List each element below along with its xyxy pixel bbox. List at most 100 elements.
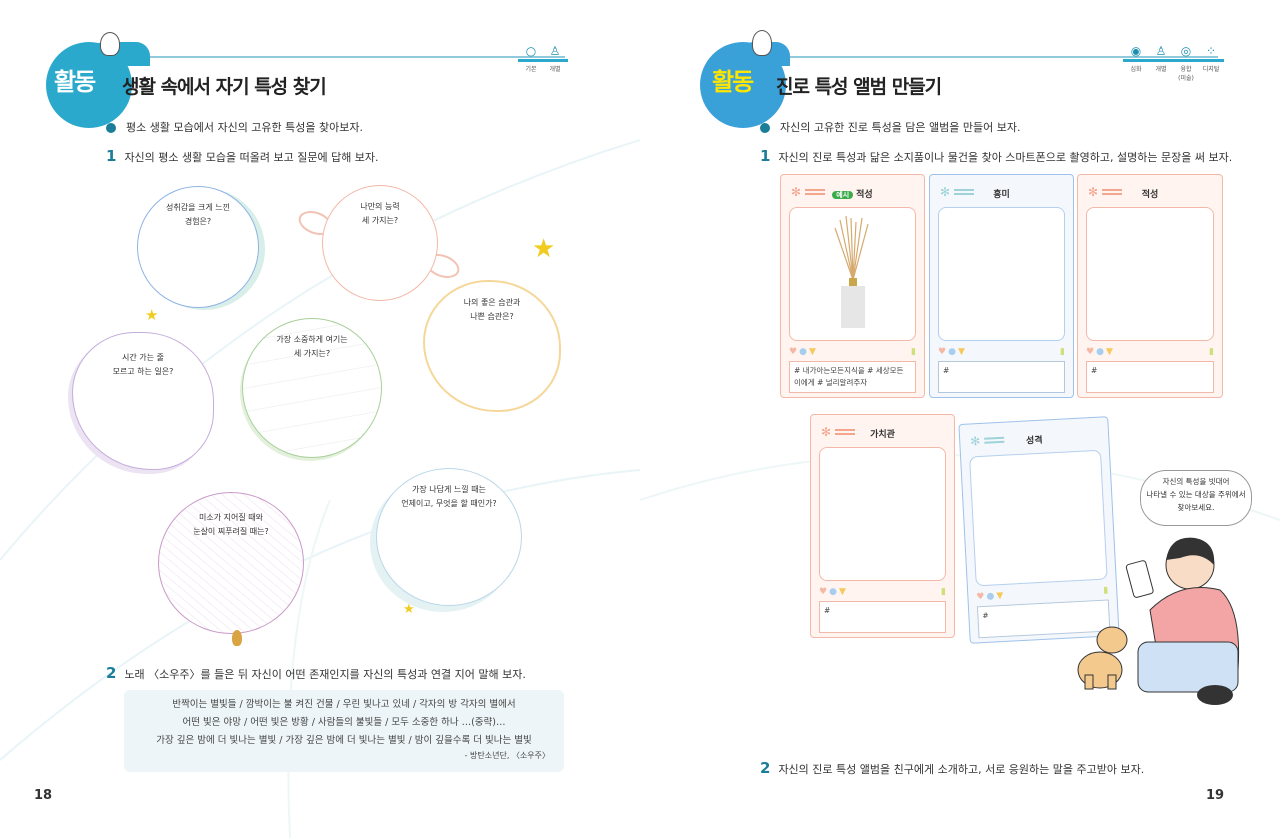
planet-flow[interactable]: 시간 가는 줄 모르고 하는 일은? bbox=[72, 332, 214, 470]
circle-icon: ○ bbox=[525, 44, 537, 58]
lines-icon bbox=[835, 429, 855, 431]
reaction-icons[interactable]: ♥●▼ bbox=[819, 587, 848, 597]
star-icon: ★ bbox=[532, 234, 556, 264]
planet-question: 미소가 지어질 때와 눈살이 찌푸려질 때는? bbox=[193, 513, 269, 536]
goal-label: 자신의 고유한 진로 특성을 담은 앨범을 만들어 보자. bbox=[780, 121, 1021, 134]
page-number: 19 bbox=[1206, 788, 1225, 803]
planet-treasures[interactable]: 가장 소중하게 여기는 세 가지는? bbox=[242, 318, 382, 458]
mascot-icon bbox=[752, 30, 772, 56]
card-label: 흥미 bbox=[993, 190, 1010, 200]
card-label: 성격 bbox=[1025, 435, 1043, 447]
tag-label: 디지털 bbox=[1202, 66, 1220, 73]
person-icon: ♙ bbox=[1155, 44, 1167, 58]
planet-achievement[interactable]: 성취감을 크게 느낀 경험은? bbox=[137, 186, 259, 308]
question-1: 1 자신의 진로 특성과 닮은 소지품이나 물건을 찾아 스마트폰으로 촬영하고,… bbox=[760, 147, 1232, 165]
header-rule bbox=[130, 56, 565, 58]
lyrics-box: 반짝이는 별빛들 / 깜박이는 불 켜진 건물 / 우린 빛나고 있네 / 각자… bbox=[124, 690, 564, 772]
reaction-icons[interactable]: ♥●▼ bbox=[938, 347, 967, 357]
page-number: 18 bbox=[34, 788, 53, 803]
tag-convergence: ◎융합 (미술) bbox=[1173, 44, 1199, 82]
tag-label: 개별 bbox=[549, 66, 561, 73]
bookmark-icon[interactable]: ▮ bbox=[911, 347, 916, 357]
star-icon: ★ bbox=[403, 602, 415, 617]
speech-bubble: 자신의 특성을 빗대어 나타낼 수 있는 대상을 주위에서 찾아보세요. bbox=[1140, 470, 1252, 526]
orbit-lines bbox=[0, 139, 640, 838]
question-text: 자신의 평소 생활 모습을 떠올려 보고 질문에 답해 보자. bbox=[124, 151, 379, 164]
rocket-icon bbox=[232, 630, 242, 646]
star-icon: ★ bbox=[145, 306, 159, 324]
card-label: 적성 bbox=[856, 190, 873, 200]
planet-question: 가장 소중하게 여기는 세 가지는? bbox=[276, 335, 348, 358]
photo-frame[interactable] bbox=[1086, 207, 1214, 341]
lines-icon bbox=[954, 189, 974, 191]
activity-badge bbox=[700, 42, 786, 128]
planet-emotions[interactable]: 미소가 지어질 때와 눈살이 찌푸려질 때는? bbox=[158, 492, 304, 634]
goal-text: 평소 생활 모습에서 자신의 고유한 특성을 찾아보자. bbox=[106, 119, 363, 135]
planet-question: 성취감을 크게 느낀 경험은? bbox=[166, 203, 230, 226]
album-card-aptitude: ✻적성 ♥●▼▮ # bbox=[1077, 174, 1223, 398]
bookmark-icon[interactable]: ▮ bbox=[1209, 347, 1214, 357]
planet-abilities[interactable]: 나만의 능력 세 가지는? bbox=[322, 185, 438, 301]
photo-frame[interactable] bbox=[789, 207, 916, 341]
planet-habits[interactable]: 나의 좋은 습관과 나쁜 습관은? bbox=[423, 280, 561, 412]
student-with-dog-illustration bbox=[1077, 537, 1240, 705]
planet-question: 나만의 능력 세 가지는? bbox=[360, 202, 400, 225]
question-text: 자신의 진로 특성과 닮은 소지품이나 물건을 찾아 스마트폰으로 촬영하고, … bbox=[778, 151, 1233, 164]
planet-question: 가장 나답게 느낄 때는 언제이고, 무엇을 할 때인가? bbox=[401, 485, 497, 508]
lines-icon bbox=[805, 189, 825, 191]
goal-text: 자신의 고유한 진로 특성을 담은 앨범을 만들어 보자. bbox=[760, 119, 1021, 135]
album-card-values: ✻ 가치관 ♥●▼ ▮ # bbox=[810, 414, 955, 638]
question-number: 2 bbox=[760, 759, 771, 777]
hashtag-field[interactable]: # bbox=[938, 361, 1065, 393]
photo-frame[interactable] bbox=[819, 447, 946, 581]
lyrics-source: - 방탄소년단, 〈소우주〉 bbox=[464, 751, 550, 760]
card-label: 가치관 bbox=[870, 430, 895, 440]
left-page: 활동 생활 속에서 자기 특성 찾기 ○ 기본 ♙ 개별 평소 생활 모습에서 자신… bbox=[0, 32, 640, 838]
hashtag-field[interactable]: # bbox=[1086, 361, 1214, 393]
page-title: 생활 속에서 자기 특성 찾기 bbox=[122, 76, 327, 98]
tag-individual: ♙ 개별 bbox=[1148, 44, 1174, 73]
mascot-icon bbox=[100, 32, 120, 56]
gear-icon: ✻ bbox=[791, 185, 802, 199]
tag-basic: ○ 기본 bbox=[518, 44, 544, 73]
tag-label: 개별 bbox=[1155, 66, 1167, 73]
goal-label: 평소 생활 모습에서 자신의 고유한 특성을 찾아보자. bbox=[126, 121, 363, 134]
planet-question: 나의 좋은 습관과 나쁜 습관은? bbox=[463, 298, 521, 321]
tag-label: 융합 (미술) bbox=[1178, 66, 1194, 82]
gear-icon: ✻ bbox=[1088, 185, 1099, 199]
planet-self[interactable]: 가장 나답게 느낄 때는 언제이고, 무엇을 할 때인가? bbox=[376, 468, 522, 606]
gear-icon: ✻ bbox=[821, 425, 832, 439]
question-number: 1 bbox=[106, 147, 117, 165]
question-text: 자신의 진로 특성 앨범을 친구에게 소개하고, 서로 응원하는 말을 주고받아… bbox=[778, 763, 1145, 776]
hashtag-field[interactable]: # bbox=[819, 601, 946, 633]
bullet-icon bbox=[760, 123, 770, 133]
badge-label: 활동 bbox=[712, 68, 754, 96]
reaction-icons[interactable]: ♥●▼ bbox=[976, 590, 1006, 603]
activity-badge bbox=[46, 42, 132, 128]
reaction-icons[interactable]: ♥●▼ bbox=[1086, 347, 1115, 357]
gear-icon: ✻ bbox=[940, 185, 951, 199]
reaction-icons[interactable]: ♥●▼ bbox=[789, 347, 818, 357]
question-1: 1 자신의 평소 생활 모습을 떠올려 보고 질문에 답해 보자. bbox=[106, 147, 379, 165]
tag-digital: ⁘디지털 bbox=[1198, 44, 1224, 73]
question-number: 1 bbox=[760, 147, 771, 165]
photo-frame[interactable] bbox=[938, 207, 1065, 341]
diffuser-image bbox=[834, 215, 869, 328]
right-page: 활동 진로 특성 앨범 만들기 ◉심화 ♙개별 ◎융합 (미술) ⁘디지털 자신… bbox=[640, 0, 1280, 838]
badge-label: 활동 bbox=[54, 68, 96, 96]
bullet-icon bbox=[106, 123, 116, 133]
target-icon: ◉ bbox=[1130, 44, 1142, 58]
person-icon: ♙ bbox=[549, 44, 561, 58]
bookmark-icon[interactable]: ▮ bbox=[941, 587, 946, 597]
tag-label: 기본 bbox=[525, 66, 537, 73]
header-rule bbox=[770, 56, 1218, 58]
tag-individual: ♙ 개별 bbox=[542, 44, 568, 73]
example-badge: 예시 bbox=[832, 191, 854, 199]
lyrics-line: 가장 깊은 밤에 더 빛나는 별빛 / 가장 깊은 밤에 더 빛나는 별빛 / … bbox=[156, 735, 532, 746]
lyrics-line: 반짝이는 별빛들 / 깜박이는 불 켜진 건물 / 우린 빛나고 있네 / 각자… bbox=[172, 699, 516, 710]
tag-label: 심화 bbox=[1130, 66, 1142, 73]
hashtag-field[interactable]: # 내가아는모든지식을 # 세상모든 이에게 # 널리알려주자 bbox=[789, 361, 916, 393]
lyrics-line: 어떤 빛은 야망 / 어떤 빛은 방황 / 사람들의 불빛들 / 모두 소중한 … bbox=[182, 717, 506, 728]
bookmark-icon[interactable]: ▮ bbox=[1060, 347, 1065, 357]
